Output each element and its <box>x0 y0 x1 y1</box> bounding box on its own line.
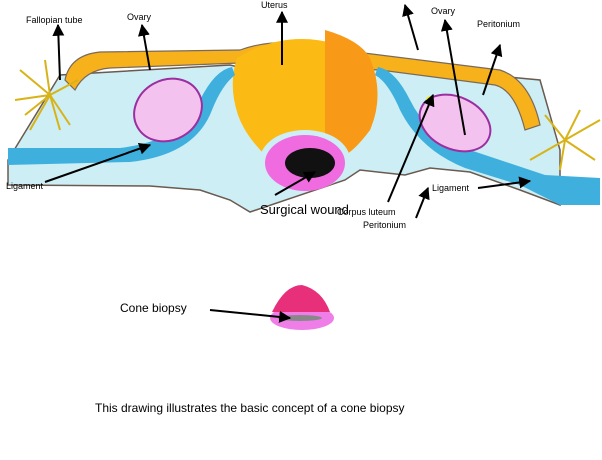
ovary-right <box>418 93 492 153</box>
ligament-right <box>375 67 600 205</box>
label-ligament-left: Ligament <box>6 181 44 191</box>
label-peritonium-bottom: Peritonium <box>363 220 407 230</box>
fimbriae-left <box>14 59 79 131</box>
label-surgical-wound: Surgical wound <box>260 202 349 217</box>
label-arrows <box>44 3 532 323</box>
label-ovary-left: Ovary <box>127 12 152 22</box>
label-uterus: Uterus <box>261 0 288 10</box>
label-fallopian-tube: Fallopian tube <box>26 15 83 25</box>
cone-biopsy-specimen <box>270 285 334 330</box>
label-cone-biopsy: Cone biopsy <box>120 301 187 315</box>
label-peritonium-top: Peritonium <box>477 19 521 29</box>
surgical-wound-hole <box>285 148 335 178</box>
label-corpus-luteum: Corpus luteum <box>337 207 396 217</box>
fimbriae-right <box>529 109 601 171</box>
label-ligament-right: Ligament <box>432 183 470 193</box>
ovary-left <box>133 77 203 143</box>
ligament-left <box>8 67 235 165</box>
caption: This drawing illustrates the basic conce… <box>95 401 405 415</box>
label-ovary-right: Ovary <box>431 6 456 16</box>
